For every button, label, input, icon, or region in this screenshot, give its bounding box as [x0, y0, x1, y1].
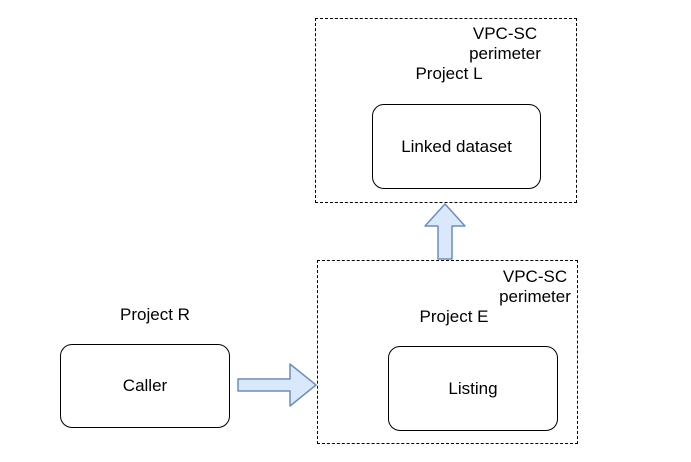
project-l-label: Project L: [415, 64, 483, 83]
linked-dataset-node: Linked dataset: [372, 104, 541, 189]
arrow-up-icon: [424, 203, 466, 260]
project-e-label: Project E: [419, 307, 489, 326]
vpc-sc-perimeter-top-label-line1: VPC-SC: [472, 24, 538, 43]
vpc-sc-perimeter-bottom-label: VPC-SC perimeter: [499, 267, 571, 307]
project-r-label: Project R: [120, 305, 190, 324]
arrow-up-shape: [424, 203, 466, 260]
vpc-sc-perimeter-bottom-label-line1: VPC-SC: [502, 267, 568, 286]
caller-node-label: Caller: [122, 376, 168, 395]
arrow-right-shape: [237, 363, 317, 407]
listing-node: Listing: [388, 346, 558, 431]
vpc-sc-perimeter-top-label-line2: perimeter: [469, 44, 541, 63]
linked-dataset-node-label: Linked dataset: [401, 136, 512, 156]
listing-node-label: Listing: [448, 378, 498, 398]
vpc-sc-perimeter-bottom: VPC-SC perimeter Project E Listing: [317, 260, 578, 444]
vpc-sc-perimeter-top-label: VPC-SC perimeter: [469, 24, 541, 64]
vpc-sc-perimeter-bottom-label-line2: perimeter: [499, 287, 571, 306]
arrow-right-icon: [237, 363, 317, 407]
vpc-sc-perimeter-top: VPC-SC perimeter Project L Linked datase…: [315, 18, 577, 203]
caller-node: Caller: [60, 344, 230, 428]
